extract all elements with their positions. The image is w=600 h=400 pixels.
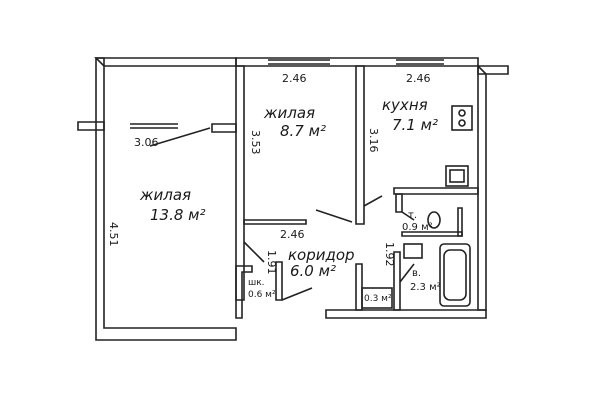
stove-icon bbox=[451, 105, 473, 131]
niche-box bbox=[361, 287, 393, 309]
dim-kitchen-top: 2.46 bbox=[406, 72, 431, 85]
dim-living-large-height: 4.51 bbox=[107, 222, 120, 247]
door-swing-4 bbox=[243, 241, 265, 263]
wall-small-living-bottom bbox=[243, 219, 307, 225]
dim-living-small-bottom: 2.46 bbox=[280, 228, 305, 241]
wall-kitchen-divider bbox=[355, 65, 365, 225]
dim-living-large-width: 3.06 bbox=[134, 136, 159, 149]
corridor-area: 6.0 м² bbox=[290, 262, 336, 280]
dim-living-small-height: 3.53 bbox=[249, 130, 262, 155]
living-small-name: жилая bbox=[264, 104, 316, 122]
door-swing-1 bbox=[149, 127, 211, 147]
toilet-icon bbox=[427, 211, 441, 229]
wall-kitchen-bottom bbox=[393, 187, 479, 195]
closet-area: 0.6 м² bbox=[248, 290, 276, 300]
kitchen-area: 7.1 м² bbox=[392, 116, 438, 134]
wall-wc-left bbox=[395, 193, 403, 213]
dim-bath-width: 1.92 bbox=[383, 242, 396, 267]
bathroom-area: 2.3 м² bbox=[410, 282, 441, 293]
door-swing-6 bbox=[399, 263, 415, 283]
outer-wall-right bbox=[477, 64, 487, 311]
outer-wall-bottom-right bbox=[325, 309, 487, 319]
closet-name: шк. bbox=[248, 278, 265, 288]
wall-upper-left-stub bbox=[211, 123, 237, 133]
wall-corridor-bottom bbox=[355, 263, 363, 311]
kitchen-name: кухня bbox=[382, 96, 428, 114]
washbasin-icon bbox=[403, 243, 423, 259]
wall-bath-left bbox=[393, 251, 401, 311]
toilet-name: т. bbox=[408, 210, 418, 221]
living-small-area: 8.7 м² bbox=[280, 122, 326, 140]
door-swing-5 bbox=[281, 287, 313, 301]
door-swing-7 bbox=[401, 211, 415, 221]
dim-living-small-top: 2.46 bbox=[282, 72, 307, 85]
wall-living-divider bbox=[235, 65, 245, 301]
outer-wall-top-left bbox=[94, 57, 237, 67]
living-large-area: 13.8 м² bbox=[150, 206, 206, 224]
niche-area: 0.3 м² bbox=[364, 294, 392, 304]
living-large-name: жилая bbox=[140, 186, 192, 204]
dim-corridor-width: 1.91 bbox=[265, 250, 278, 275]
wall-closet bbox=[235, 265, 253, 319]
dim-kitchen-height: 3.16 bbox=[367, 128, 380, 153]
door-swing-3 bbox=[363, 195, 383, 207]
corridor-name: коридор bbox=[288, 246, 355, 264]
wall-wc-right bbox=[457, 207, 463, 237]
door-swing-2 bbox=[315, 209, 353, 223]
bathtub-icon bbox=[439, 243, 471, 307]
balcony-stub bbox=[77, 121, 105, 131]
sink-icon bbox=[445, 165, 469, 187]
toilet-area: 0.9 м² bbox=[402, 222, 433, 233]
bathroom-name: в. bbox=[412, 268, 422, 279]
